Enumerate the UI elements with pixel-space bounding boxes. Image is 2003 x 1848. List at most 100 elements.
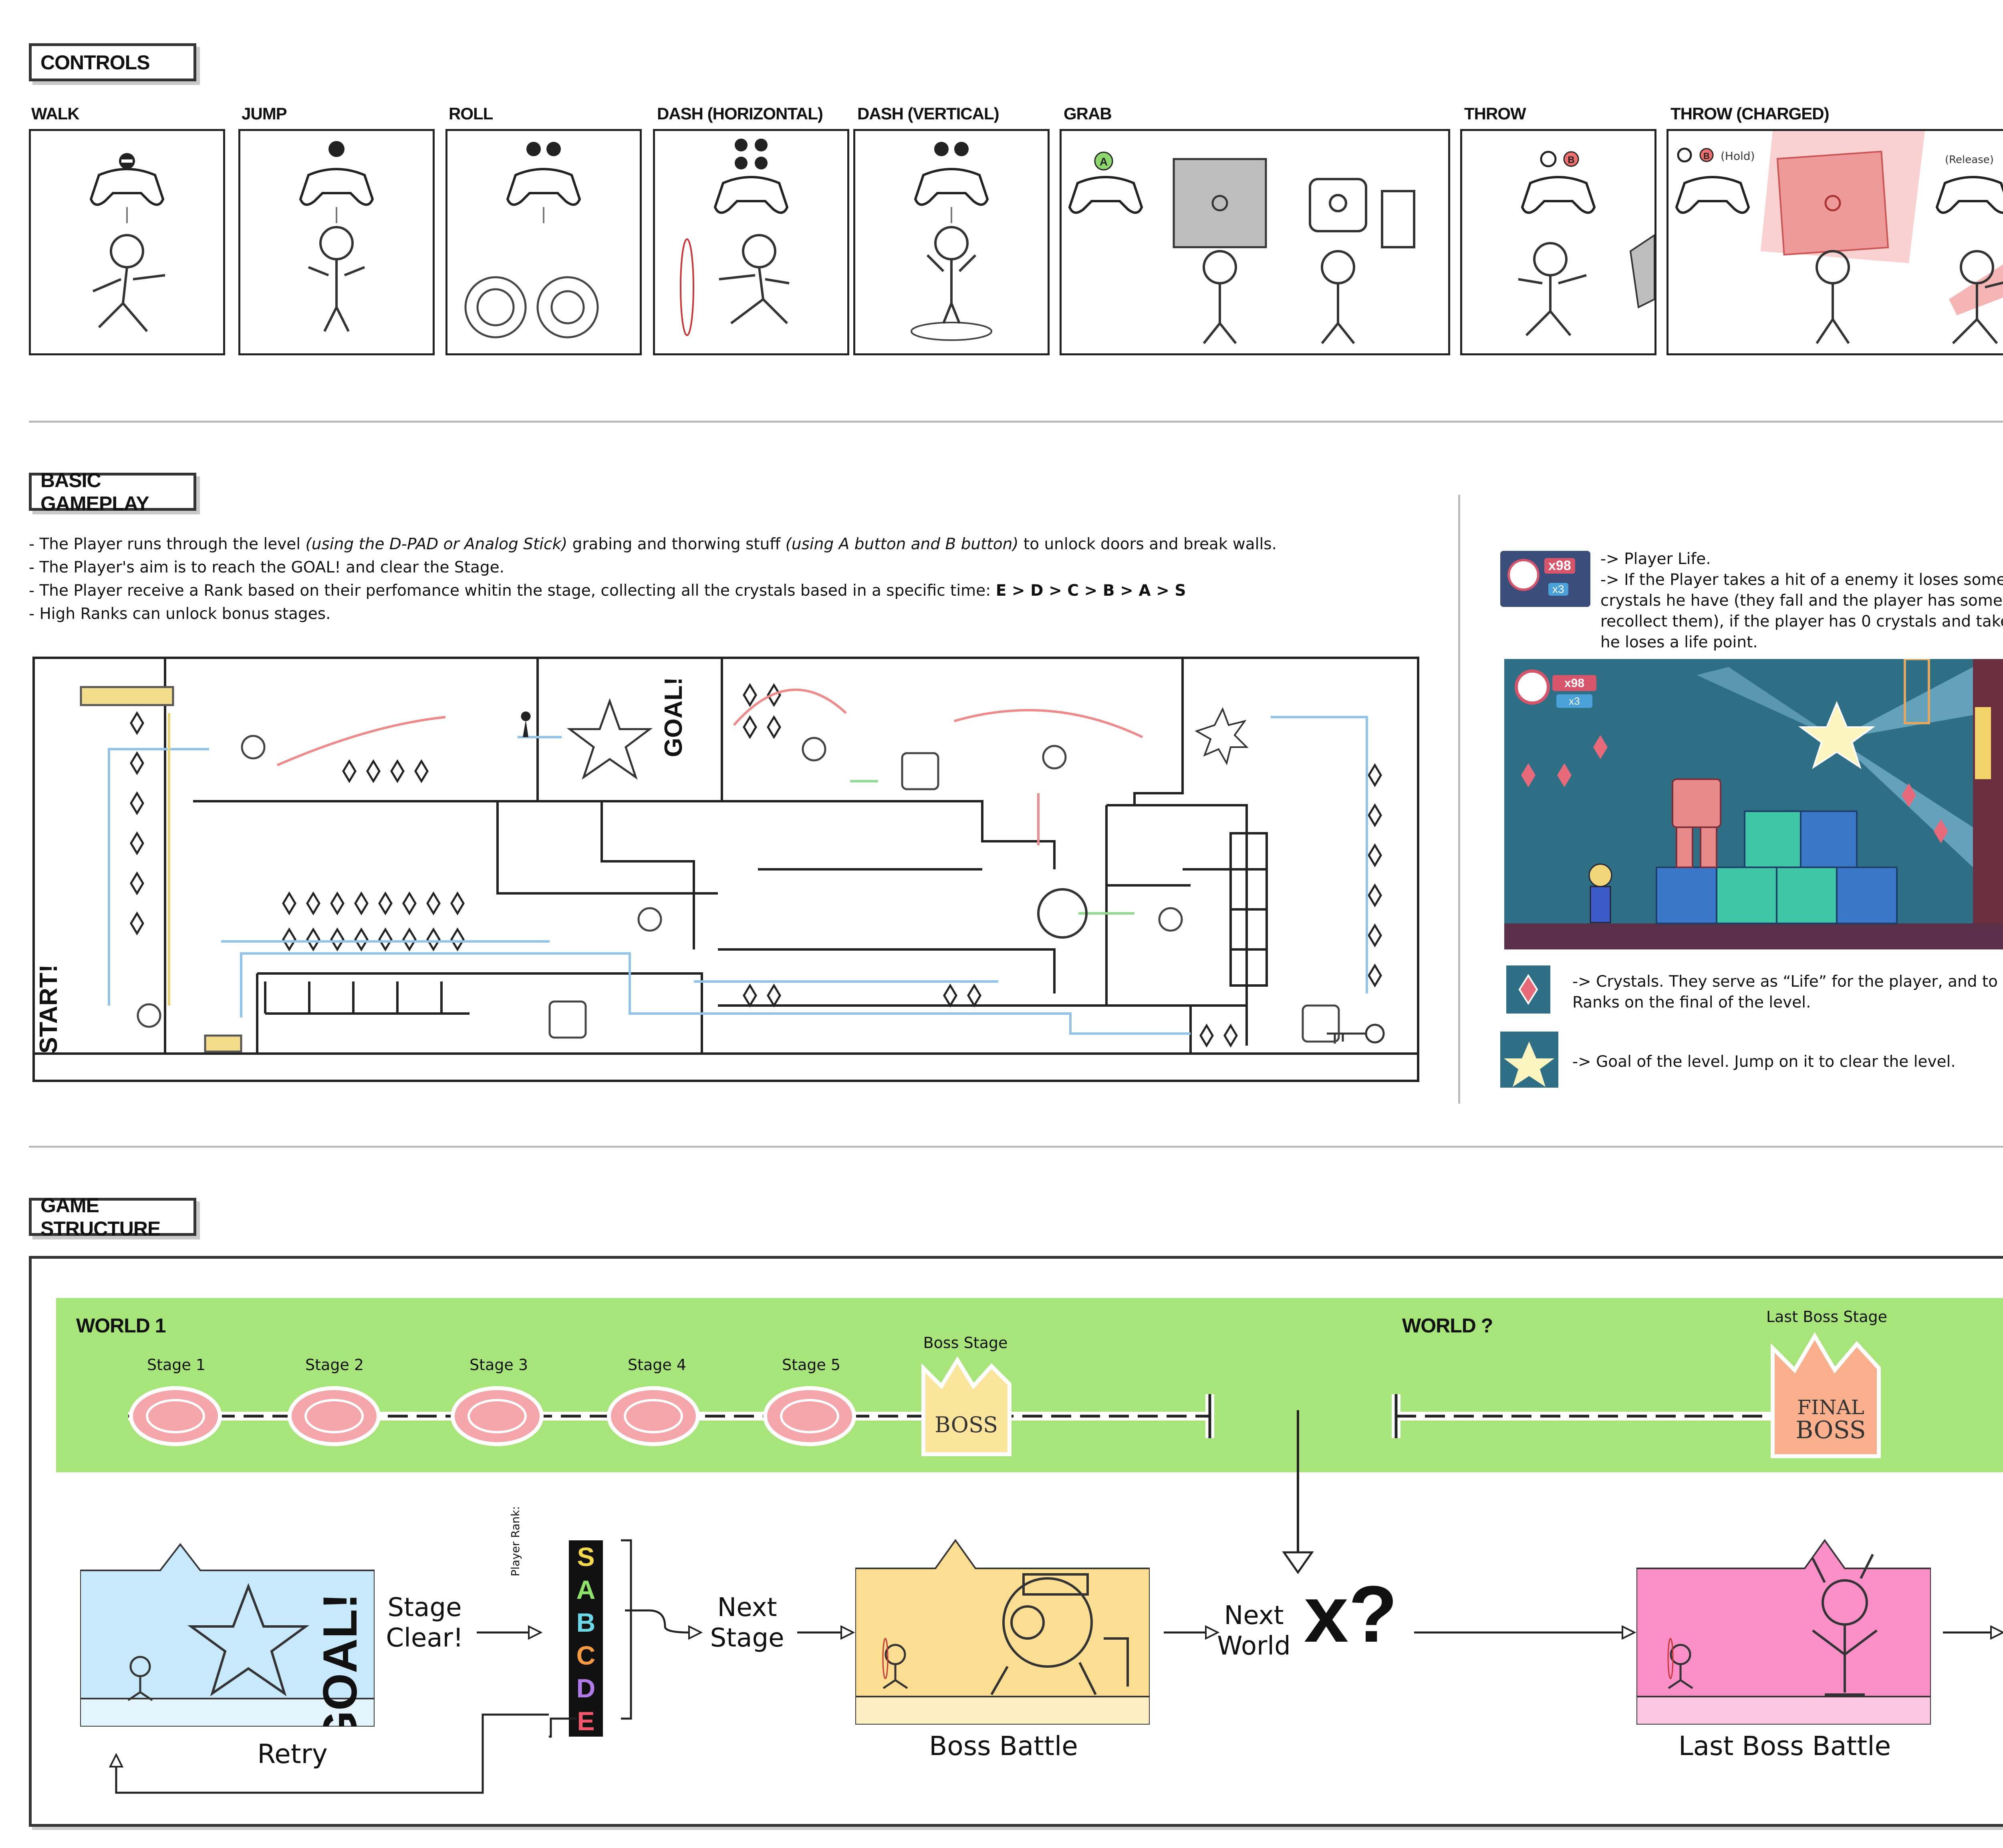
last-boss-stage-label: Last Boss Stage (1766, 1308, 1888, 1326)
map-keyhole-icon (521, 711, 531, 737)
map-arrows-green (850, 780, 1134, 915)
dpad-left-icon (735, 139, 748, 151)
boss-robot-icon (990, 1573, 1129, 1695)
dash-ring-icon (680, 238, 694, 336)
legend-life-line-1: -> Player Life. (1600, 550, 1711, 568)
light-ray-icon-3 (1697, 667, 1837, 739)
button-b-text-charged: B (1703, 151, 1710, 161)
stage-2-node[interactable] (288, 1386, 381, 1446)
final-boss-text-2: BOSS (1795, 1416, 1866, 1444)
screenshot-crystal-count: x98 (1564, 677, 1584, 690)
section-divider-1 (29, 421, 2003, 423)
bullet-1-e: to unlock doors and break walls. (1018, 535, 1277, 553)
dpad-down-icon-2 (546, 142, 561, 156)
control-label-jump: JUMP (242, 104, 287, 123)
stage-2-label: Stage 2 (305, 1356, 364, 1374)
retry-label: Retry (257, 1739, 328, 1769)
rank-s: S (577, 1542, 595, 1572)
next-world-label: Next World (1210, 1600, 1298, 1661)
final-boss-badge[interactable]: FINAL BOSS (1767, 1332, 1895, 1462)
goal-stage-panel: GOAL! (79, 1538, 375, 1748)
stage-clear-line-2: Clear! (386, 1623, 463, 1653)
legend-life-line-4: recollect them), if the player has 0 cry… (1600, 613, 2003, 631)
stage-3-node[interactable] (451, 1386, 544, 1446)
stage-4-node[interactable] (607, 1386, 700, 1446)
control-label-dash-horizontal: DASH (HORIZONTAL) (657, 104, 823, 123)
legend-life-line-5: he loses a life point. (1600, 633, 1758, 651)
dpad-down-icon (526, 142, 541, 156)
button-a-text: A (1100, 155, 1108, 168)
bullet-3-a: - The Player receive a Rank based on the… (29, 582, 996, 600)
map-breakable-circle (1037, 888, 1088, 939)
control-label-dash-vertical: DASH (VERTICAL) (857, 104, 999, 123)
hold-text: (Hold) (1721, 149, 1755, 163)
control-label-throw: THROW (1464, 104, 1526, 123)
legend-star-icon (1500, 1032, 1558, 1088)
stage-5-node[interactable] (763, 1386, 856, 1446)
world-band (56, 1298, 2003, 1472)
controls-header: CONTROLS (29, 43, 196, 81)
rising-character-icon (926, 226, 977, 324)
screenshot-blocks (1656, 810, 1898, 924)
final-boss-text-1: FINAL (1797, 1396, 1864, 1419)
dpad-up-icon (328, 141, 345, 157)
legend-life-text: -> Player Life. -> If the Player takes a… (1600, 549, 2003, 653)
gameplay-description: - The Player runs through the level (usi… (29, 533, 1277, 626)
last-boss-battle-label: Last Boss Battle (1678, 1731, 1891, 1761)
legend-crystal-line-2: Ranks on the final of the level. (1572, 994, 1811, 1012)
game-structure-header-text: GAME STRUCTURE (40, 1194, 161, 1240)
gamepad-icon (1521, 176, 1596, 214)
boss-battle-player-icon (883, 1644, 908, 1689)
boss-stage-label: Boss Stage (923, 1334, 1008, 1352)
controls-header-text: CONTROLS (40, 51, 150, 74)
legend-life-line-2: -> If the Player takes a hit of a enemy … (1600, 571, 2003, 589)
gamepad-icon-2 (1935, 176, 2003, 214)
next-stage-line-1: Next (717, 1593, 777, 1622)
world-1-label: WORLD 1 (76, 1314, 166, 1337)
walking-character-icon (92, 234, 165, 332)
control-panel-roll (445, 129, 642, 355)
boss-badge-text: BOSS (935, 1412, 998, 1437)
grab-illustration: A (1068, 151, 1415, 344)
basic-gameplay-header-text: BASIC GAMEPLAY (40, 469, 149, 515)
next-world-line-1: Next (1224, 1601, 1284, 1630)
thrown-block-icon (1629, 234, 1654, 309)
map-platform-top (80, 686, 174, 706)
boss-badge[interactable]: BOSS (917, 1356, 1016, 1458)
control-panel-throw: B (1460, 129, 1656, 355)
bullet-4: - High Ranks can unlock bonus stages. (29, 605, 331, 623)
goal-star-icon (1798, 701, 1876, 769)
level-walls (32, 657, 1419, 1082)
stage-3-label: Stage 3 (469, 1356, 528, 1374)
legend-crystal-line-1: -> Crystals. They serve as “Life” for th… (1572, 973, 2003, 991)
last-boss-icon (1812, 1554, 1878, 1696)
boss-battle-dash-ring-icon (882, 1638, 889, 1679)
legend-crystal-icon (1506, 965, 1550, 1014)
world-multiplier: x? (1304, 1570, 1398, 1659)
hud-life-badge: x98 x3 (1500, 551, 1590, 607)
dash-horizontal-illustration (680, 139, 790, 336)
stage-clear-line-1: Stage (387, 1593, 462, 1622)
character-holding-robot-icon (1321, 250, 1355, 344)
jump-illustration (299, 141, 374, 332)
game-screenshot: x98 x3 (1504, 659, 2003, 949)
map-crystal-icons (130, 683, 1382, 1048)
map-robot-icons (548, 752, 1340, 1043)
releasing-character-icon (1952, 250, 2003, 345)
last-boss-battle-panel (1636, 1534, 1932, 1725)
gamepad-icon (914, 168, 989, 206)
section-divider-2 (29, 1146, 2003, 1148)
boss-battle-label: Boss Battle (929, 1731, 1078, 1761)
button-a-icon (1094, 151, 1113, 171)
control-label-walk: WALK (31, 104, 80, 123)
gamepad-icon (89, 168, 165, 206)
gamepad-icon (1068, 176, 1143, 214)
last-boss-dash-ring-icon (1667, 1638, 1674, 1679)
character-holding-icon (1203, 250, 1237, 344)
stage-1-node[interactable] (129, 1386, 222, 1446)
control-panel-jump (238, 129, 435, 355)
dpad-any-icon (1677, 147, 1692, 163)
screenshot-lives-count: x3 (1569, 695, 1580, 707)
rolling-character-icon (464, 276, 599, 339)
screenshot-ladder-icon (1904, 659, 1930, 724)
